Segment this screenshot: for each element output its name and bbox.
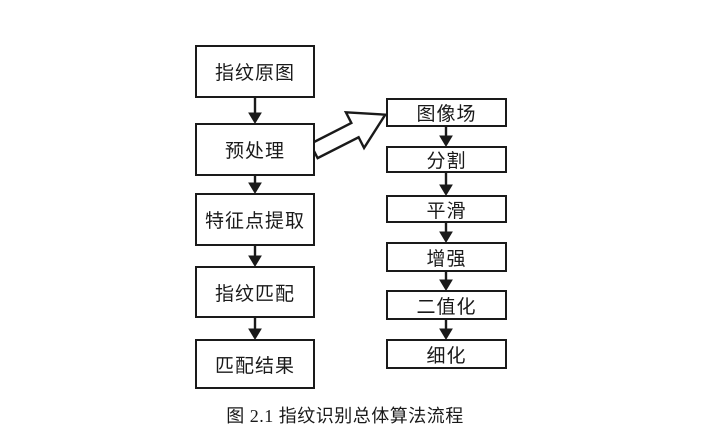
flow-box-label: 特征点提取: [204, 211, 305, 232]
flow-box-label: 图像场: [416, 104, 477, 125]
block-arrow-icon: [308, 110, 388, 160]
flow-box-thinning: 细化: [386, 339, 507, 369]
flow-box-preprocessing: 预处理: [195, 123, 315, 176]
figure-caption: 图 2.1 指纹识别总体算法流程: [226, 406, 464, 426]
flow-box-binarization: 二值化: [386, 290, 507, 320]
flow-box-label: 增强: [426, 248, 467, 270]
flow-box-fingerprint-matching: 指纹匹配: [195, 266, 315, 318]
flow-box-fingerprint-original: 指纹原图: [195, 45, 315, 98]
flow-box-label: 细化: [426, 345, 467, 367]
flow-box-enhancement: 增强: [386, 242, 507, 272]
flow-box-label: 二值化: [416, 296, 477, 318]
flow-box-matching-result: 匹配结果: [195, 339, 315, 389]
flow-box-image-field: 图像场: [386, 98, 507, 127]
flow-box-feature-extraction: 特征点提取: [195, 193, 315, 246]
flow-box-label: 平滑: [426, 200, 467, 222]
flow-box-segmentation: 分割: [386, 146, 507, 173]
flow-box-label: 分割: [426, 151, 467, 172]
flow-box-label: 指纹匹配: [214, 283, 295, 305]
flow-box-label: 匹配结果: [214, 355, 295, 377]
flow-box-smoothing: 平滑: [386, 195, 507, 223]
flow-box-label: 指纹原图: [214, 63, 295, 84]
flow-box-label: 预处理: [224, 141, 285, 162]
